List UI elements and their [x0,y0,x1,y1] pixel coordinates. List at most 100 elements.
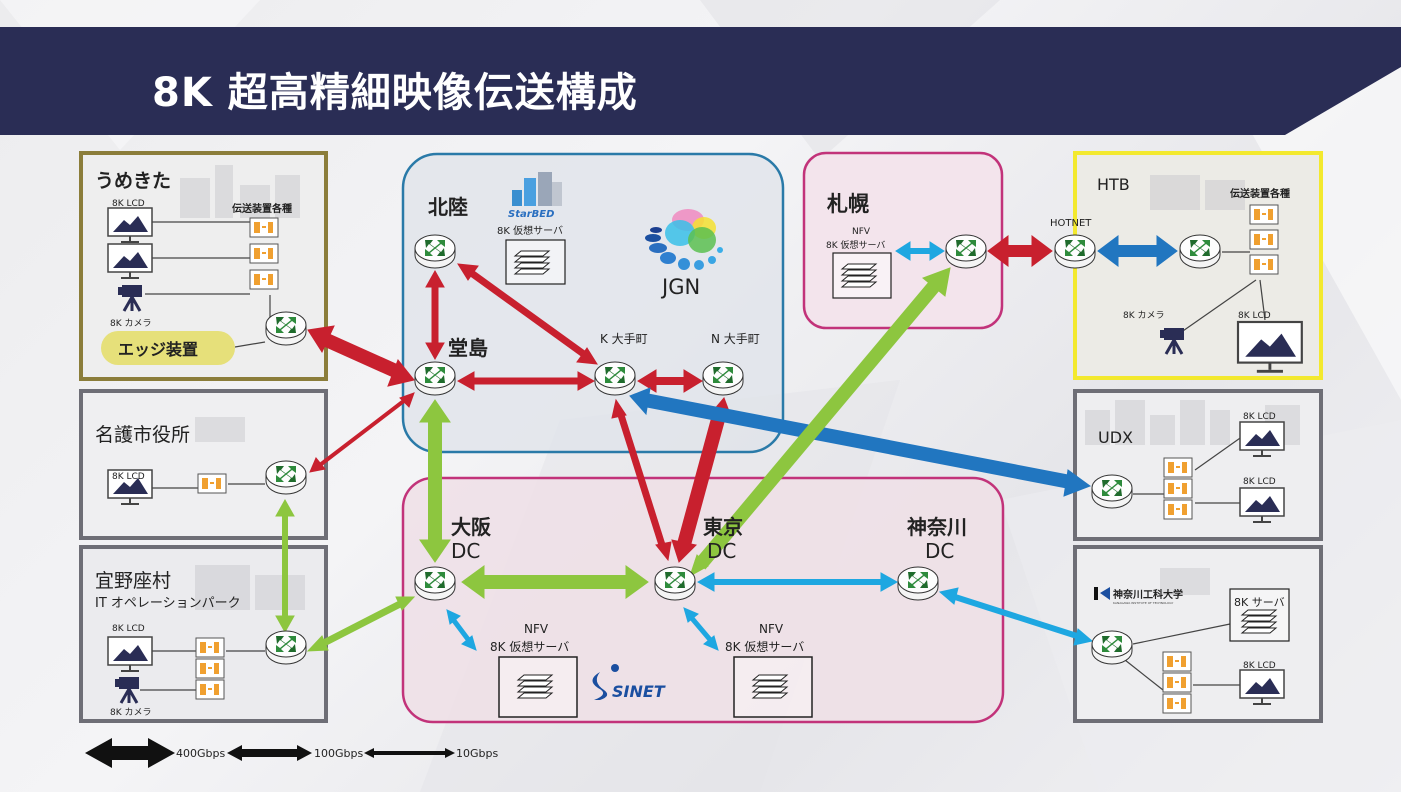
router-hokuriku[interactable] [414,234,456,269]
site-name-kait: 神奈川工科大学 [1113,588,1183,601]
link-hokuriku-dojima [425,269,445,361]
lcd-label: 8K LCD [112,472,145,482]
header-banner [0,27,1401,135]
link-hokuriku-k-otemachi [457,263,598,365]
starbed-logo-text: StarBED [508,209,554,220]
site-name-htb: HTB [1097,175,1130,194]
server-stack-icon [1241,609,1277,634]
jgn-logo [645,209,723,270]
legend-label-100g: 100Gbps [314,747,363,760]
router-umekita[interactable] [265,311,307,346]
link-nago-dojima [309,392,415,473]
equipment-icon [197,473,227,494]
link-tokyo-kanagawa [696,572,899,592]
site-subname-ginoza: IT オペレーションパーク [95,596,241,611]
links [275,235,1178,652]
server-stack-icon [841,263,877,288]
link-tokyo-sapporo [689,267,951,578]
link-k-otemachi-n-otemachi [637,369,703,393]
page-title: 8K 超高精細映像伝送構成 [152,70,638,116]
legend-arrow-100g [227,745,312,761]
node-label-osaka-dc: DC [451,539,480,563]
nfv-server-label-osaka: 8K 仮想サーバ [490,639,569,654]
router-n-otemachi[interactable] [702,361,744,396]
hotnet-label: HOTNET [1050,218,1092,229]
link-umekita-dojima [307,325,415,387]
router-tokyo-dc[interactable] [654,566,696,601]
router-k-otemachi[interactable] [594,361,636,396]
node-label-n-otemachi: N 大手町 [711,332,760,346]
kait-server-label: 8K サーバ [1234,596,1285,609]
node-label-k-otemachi: K 大手町 [600,332,648,346]
legend-label-400g: 400Gbps [176,747,225,760]
lcd-label: 8K LCD [112,624,145,634]
equipment-stack-icon [1249,204,1279,275]
server-stack-icon [514,250,550,275]
site-subname-kait: KANAGAWA INSTITUTE OF TECHNOLOGY [1113,601,1174,605]
router-kait[interactable] [1091,630,1133,665]
node-label-kanagawa-dc: DC [925,539,954,563]
router-dojima[interactable] [414,361,456,396]
nfv-server-label-tokyo: 8K 仮想サーバ [725,639,804,654]
edge-device-label: エッジ装置 [118,340,198,359]
lcd-label: 8K LCD [112,199,145,209]
link-osaka-tokyo [461,565,649,599]
local-wiring [140,221,1266,691]
equipment-stack-icon [1162,651,1192,714]
starbed-logo [512,172,562,206]
equipment-stack-icon [195,637,225,700]
equipment-label: 伝送装置各種 [1230,187,1290,200]
router-udx[interactable] [1091,474,1133,509]
legend-arrow-10g [364,748,455,758]
sinet-logo [592,664,619,700]
router-ginoza[interactable] [265,630,307,665]
jgn-logo-text: JGN [660,275,700,299]
nfv-label-sapporo: NFV [852,227,871,237]
node-label-osaka: 大阪 [451,515,492,539]
sinet-logo-text: SINET [612,682,666,701]
link-k-otemachi-udx [629,387,1092,497]
link-dojima-osaka [419,399,451,563]
site-name-udx: UDX [1098,428,1133,447]
camera-label: 8K カメラ [110,318,152,329]
nfv-label-tokyo: NFV [759,622,784,636]
nfv-server-label-sapporo: 8K 仮想サーバ [826,239,885,251]
link-tokyo-nfv [683,607,719,651]
camera-label: 8K カメラ [1123,310,1165,321]
router-sapporo[interactable] [945,234,987,269]
camera-label: 8K カメラ [110,707,152,718]
router-htb[interactable] [1179,234,1221,269]
legend-arrow-400g [85,738,175,768]
site-name-umekita: うめきた [95,170,171,192]
link-k-otemachi-tokyo [611,398,672,562]
link-osaka-nfv [446,609,477,651]
legend-label-10g: 10Gbps [456,747,498,760]
link-kanagawa-kait [938,587,1094,646]
lcd-label: 8K LCD [1243,412,1276,422]
router-hotnet[interactable] [1054,234,1096,269]
router-kanagawa-dc[interactable] [897,566,939,601]
server-stack-icon [752,674,788,699]
site-name-ginoza: 宜野座村 [95,570,171,592]
link-sapporo-hotnet [987,235,1053,267]
lcd-label: 8K LCD [1243,477,1276,487]
router-osaka-dc[interactable] [414,566,456,601]
link-ginoza-osaka [306,596,416,652]
link-dojima-k-otemachi [456,371,596,391]
link-hotnet-htb [1097,235,1178,267]
equipment-stack-icon [249,217,279,290]
server-stack-icon [517,674,553,699]
equipment-stack-icon [1163,457,1193,520]
lcd-label: 8K LCD [1243,661,1276,671]
link-nago-ginoza [275,498,295,634]
node-label-tokyo: 東京 [703,515,743,539]
nfv-label-osaka: NFV [524,622,549,636]
node-label-dojima: 堂島 [448,336,488,360]
edge-device-badge [101,331,235,365]
starbed-server-label: 8K 仮想サーバ [497,224,563,237]
lcd-label: 8K LCD [1238,311,1271,321]
router-nago[interactable] [265,460,307,495]
node-label-kanagawa: 神奈川 [907,515,967,539]
link-sapporo-nfv [895,241,945,261]
